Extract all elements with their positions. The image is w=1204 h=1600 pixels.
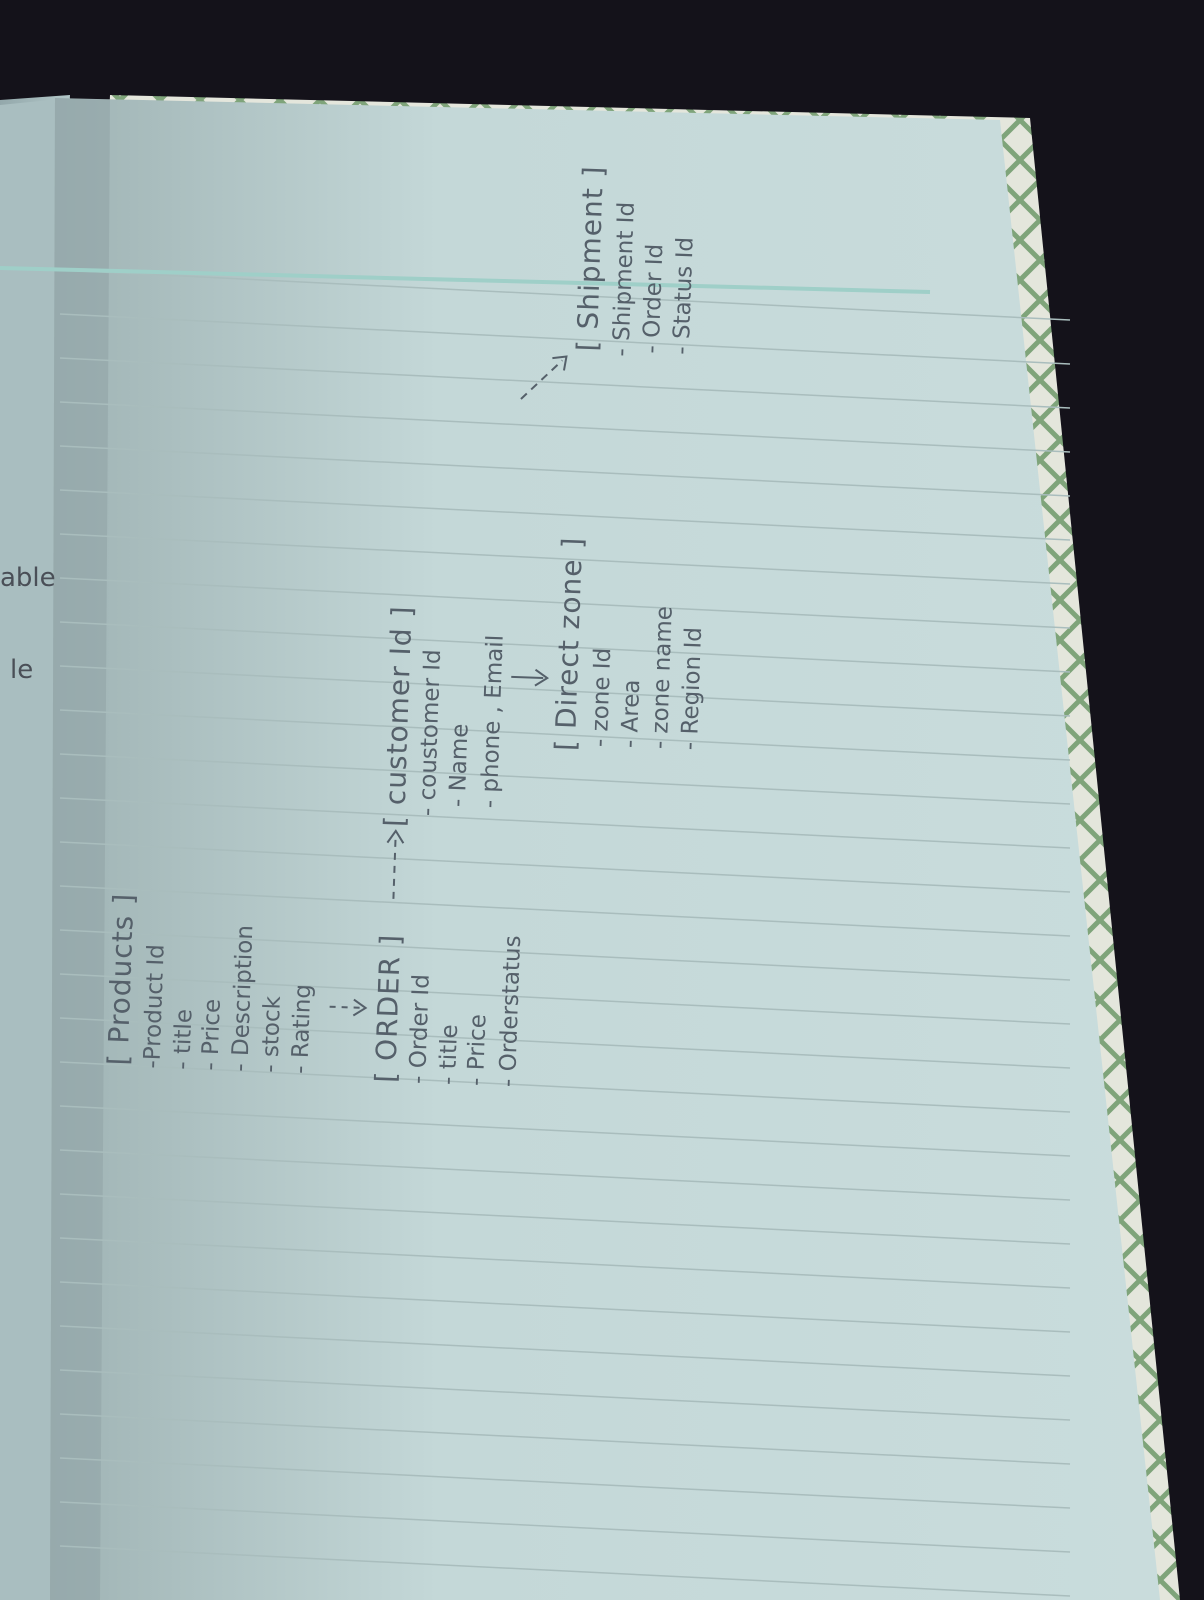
table-title-shipment: [ Shipment ]	[571, 165, 610, 352]
field: -Product Id	[139, 944, 169, 1069]
field: - Order Id	[639, 243, 669, 354]
table-customer: [ customer Id ] - coustomer Id - Name - …	[378, 605, 509, 827]
ruled-line	[59, 885, 1071, 937]
spine-shadow	[50, 98, 110, 1600]
ruled-line	[59, 709, 1071, 761]
field: - Orderstatus	[495, 935, 526, 1087]
table-direct-zone: [ Direct zone ] - zone Id - Area - zone …	[549, 536, 707, 751]
ruled-line	[59, 1061, 1071, 1113]
field: - zone name	[647, 606, 678, 750]
table-title-order: [ ORDER ]	[369, 933, 407, 1083]
ruled-line	[59, 313, 1071, 365]
left-page-fragment-1: able	[0, 563, 56, 593]
ruled-line	[59, 1193, 1071, 1245]
ruled-line	[59, 357, 1071, 409]
field: - Name	[445, 723, 474, 807]
field: - stock	[257, 995, 286, 1073]
ruled-line	[59, 577, 1071, 629]
header-margin-line	[0, 266, 931, 294]
ruled-lines	[59, 269, 1071, 1597]
field: - Price	[197, 998, 225, 1071]
ruled-line	[59, 1457, 1071, 1509]
arrow-customer-to-shipment	[520, 355, 568, 400]
ruled-line	[59, 973, 1071, 1025]
ruled-line	[59, 1149, 1071, 1201]
ruled-line	[59, 1281, 1071, 1333]
ruled-line	[59, 269, 1071, 321]
ruled-line	[59, 1501, 1071, 1553]
table-shipment: [ Shipment ] - Shipment Id - Order Id - …	[571, 165, 699, 357]
field: - Area	[617, 679, 645, 748]
field: - phone , Email	[477, 634, 509, 808]
ruled-line	[59, 621, 1071, 673]
arrow-order-to-customer	[386, 829, 405, 899]
ruled-line	[59, 1105, 1071, 1157]
right-page	[50, 98, 1160, 1600]
ruled-line	[59, 797, 1071, 849]
ruled-line	[59, 533, 1071, 585]
table-title-products: [ Products ]	[101, 892, 140, 1066]
field: - Rating	[287, 984, 316, 1075]
arrow-customer-to-zone	[511, 668, 550, 687]
field: - Shipment Id	[608, 201, 639, 356]
ruled-line	[59, 1369, 1071, 1421]
field: - zone Id	[587, 647, 616, 747]
field: - Description	[227, 925, 258, 1072]
field: - Region Id	[677, 627, 707, 751]
ruled-line	[59, 1017, 1071, 1069]
ruled-line	[59, 445, 1071, 497]
field: - coustomer Id	[414, 649, 446, 816]
field: - title	[435, 1024, 463, 1085]
field: - title	[169, 1009, 197, 1070]
field: - Price	[463, 1014, 491, 1087]
table-title-customer: [ customer Id ]	[378, 605, 419, 827]
ruled-line	[59, 1413, 1071, 1465]
field: - Status Id	[669, 237, 699, 355]
ruled-line	[59, 1325, 1071, 1377]
ruled-line	[59, 841, 1071, 893]
table-order: [ ORDER ] - Order Id - title - Price - O…	[369, 933, 526, 1087]
ruled-line	[59, 665, 1071, 717]
arrow-products-to-order	[329, 998, 368, 1017]
table-title-direct-zone: [ Direct zone ]	[549, 536, 589, 751]
ruled-line	[59, 753, 1071, 805]
ruled-line	[59, 1237, 1071, 1289]
ruled-line	[59, 929, 1071, 981]
ruled-line	[59, 489, 1071, 541]
ruled-line	[59, 1545, 1071, 1597]
field: - Order Id	[405, 974, 435, 1085]
left-page-fragment-2: le	[10, 655, 33, 685]
ruled-line	[59, 401, 1071, 453]
table-products: [ Products ] -Product Id - title - Price…	[101, 892, 316, 1075]
